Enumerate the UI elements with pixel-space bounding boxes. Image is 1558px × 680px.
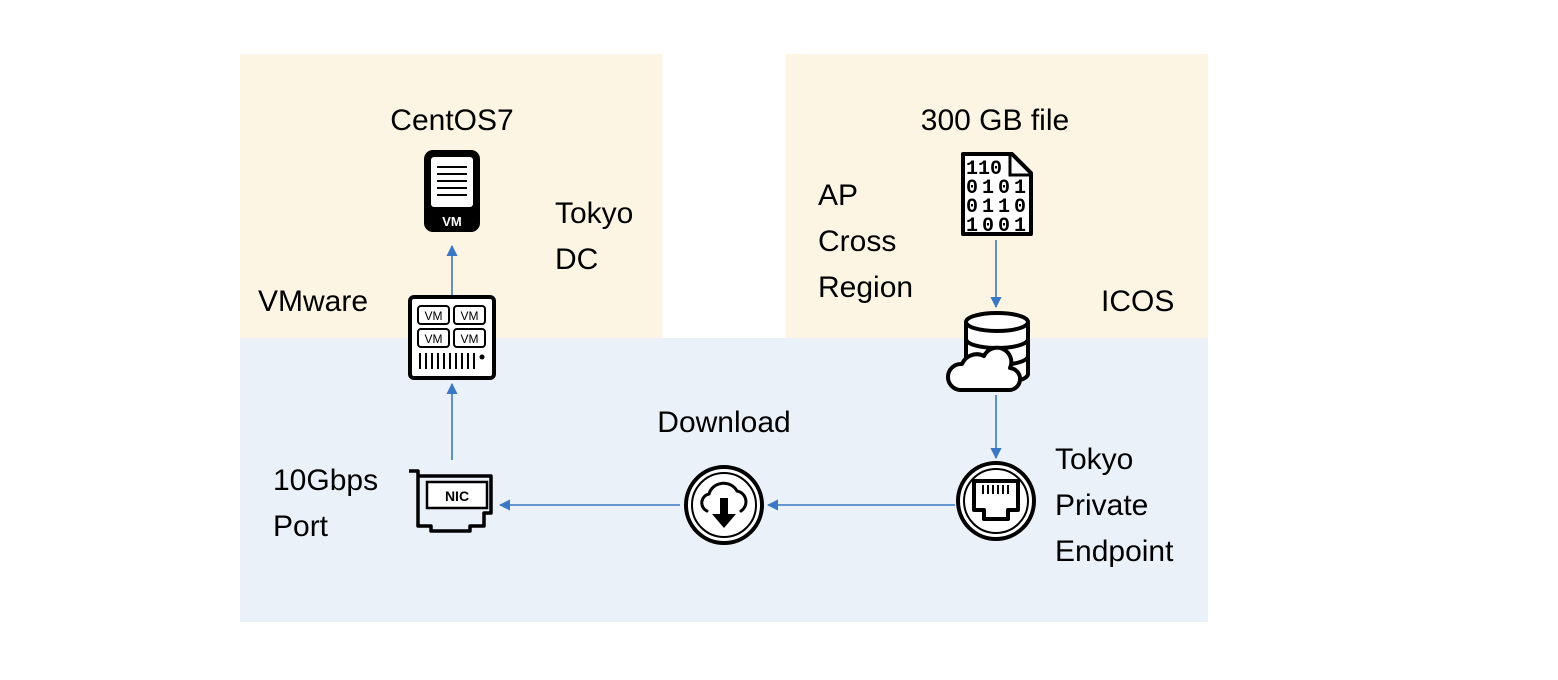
icos-label: ICOS (1101, 285, 1175, 318)
ap-region-label-line3: Region (818, 271, 914, 304)
centos-label: CentOS7 (390, 104, 514, 137)
endpoint-label-line3: Endpoint (1055, 535, 1174, 568)
tokyo-dc-label-line1: Tokyo (555, 197, 634, 230)
download-label: Download (657, 406, 791, 439)
endpoint-label-line1: Tokyo (1055, 443, 1134, 476)
endpoint-label-line2: Private (1055, 489, 1149, 522)
tokyo-dc-label-line2: DC (555, 243, 599, 276)
ap-region-label-line1: AP (818, 179, 859, 212)
nic-port-label-line2: Port (273, 510, 329, 543)
vmware-label: VMware (258, 285, 369, 318)
file-label: 300 GB file (920, 104, 1070, 137)
nic-port-label-line1: 10Gbps (273, 464, 379, 497)
ap-region-label-line2: Cross (818, 225, 897, 258)
